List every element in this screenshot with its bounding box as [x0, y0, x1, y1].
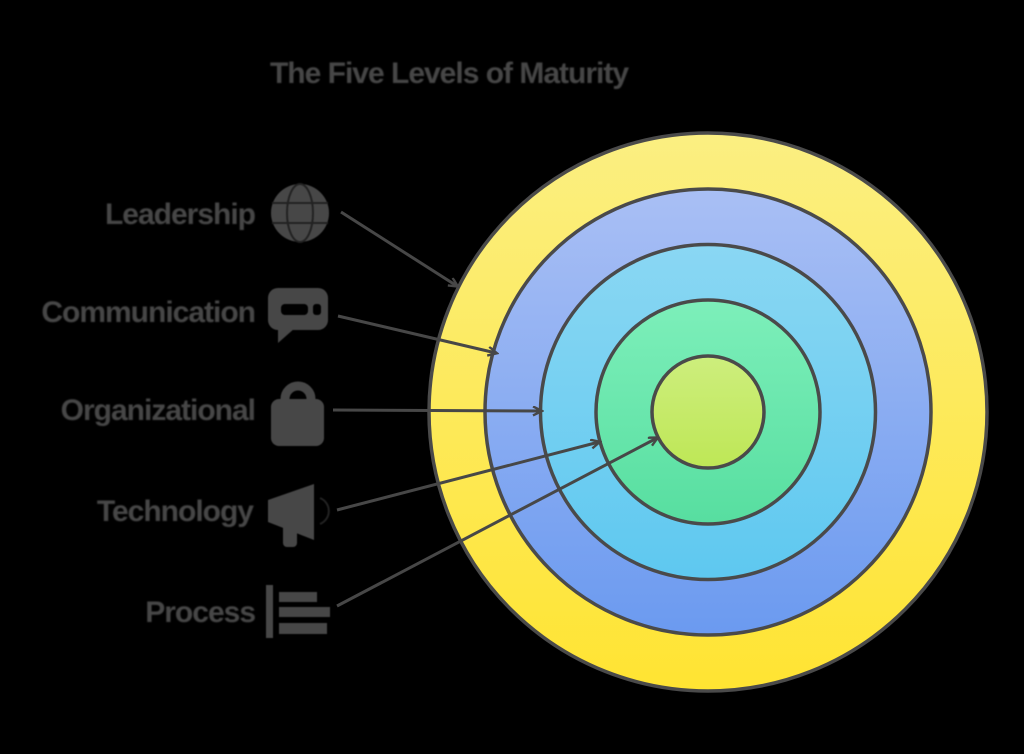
diagram-title: The Five Levels of Maturity: [270, 57, 629, 90]
arrow-to-ring-5: [336, 438, 657, 608]
label-level-2: Communication: [41, 296, 255, 329]
label-level-3: Organizational: [61, 394, 255, 427]
rings-group: [427, 131, 989, 693]
globe-icon: [271, 183, 329, 243]
labels-group: Leadership Communication Organizational …: [41, 198, 256, 629]
arrow-to-ring-2: [337, 314, 496, 353]
arrow-to-ring-4: [336, 442, 599, 512]
icons-group: [266, 183, 330, 638]
chat-icon: [268, 288, 328, 343]
megaphone-icon: [268, 484, 330, 547]
arrow-to-ring-1: [340, 210, 457, 286]
lock-icon: [271, 381, 324, 446]
ring-level-5-center: [650, 354, 766, 470]
label-level-1: Leadership: [105, 198, 256, 231]
arrow-to-ring-3: [332, 410, 541, 411]
list-icon: [266, 585, 330, 638]
label-level-5: Process: [145, 596, 255, 629]
arrows-group: [332, 210, 657, 608]
label-level-4: Technology: [97, 495, 254, 528]
